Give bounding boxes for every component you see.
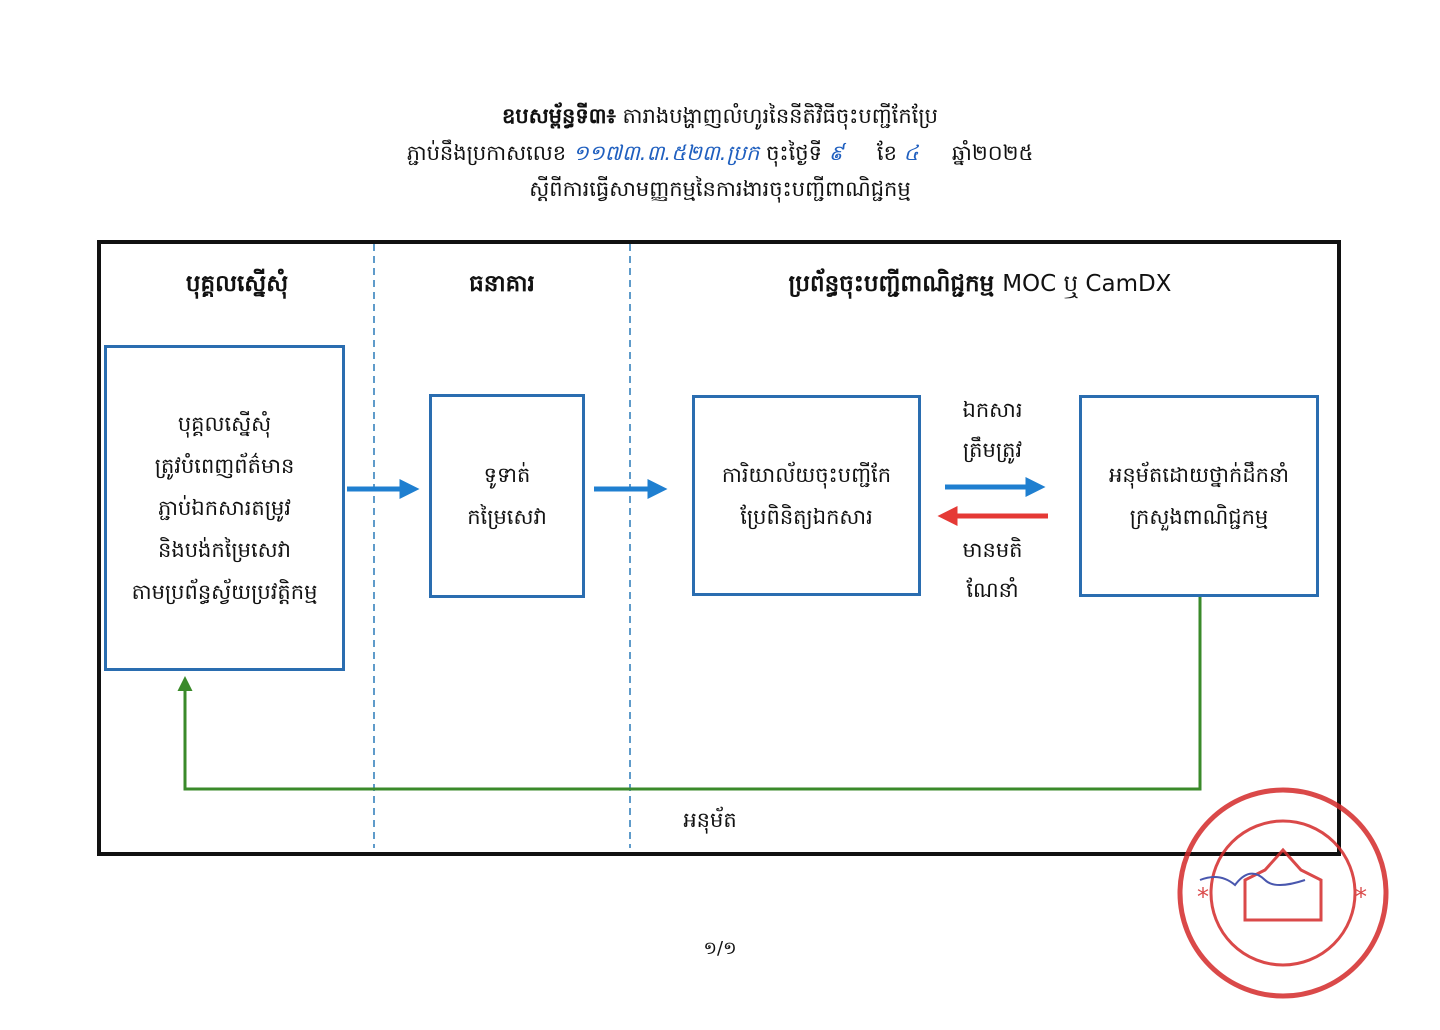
year: ឆ្នាំ២០២៥ <box>951 141 1034 165</box>
column-registration-system: ប្រព័ន្ធចុះបញ្ជីពាណិជ្ជកម្ម MOC ឬ CamDX <box>630 270 1330 303</box>
label-line: ឯកសារ <box>962 398 1023 422</box>
label-valid-documents: ឯកសារ ត្រឹមត្រូវ <box>935 390 1050 470</box>
column-system-suffix: MOC ឬ CamDX <box>1002 271 1172 297</box>
doc-reference-line: ភ្ជាប់នឹងប្រកាសលេខ ១១៧៣.៣.៥២៣.ប្រក ចុះថ្… <box>0 140 1440 171</box>
flowchart-frame <box>97 240 1341 856</box>
box-line: តាមប្រព័ន្ធស្វ័យប្រវត្តិកម្ម <box>131 580 318 604</box>
box-office-review: ការិយាល័យចុះបញ្ជីកែ ប្រែពិនិត្យឯកសារ <box>692 395 921 596</box>
ref-number: ១១៧៣.៣.៥២៣.ប្រក <box>572 141 760 165</box>
box-applicant-submit: បុគ្គលស្នើសុំ ត្រូវបំពេញព័ត៌មាន ភ្ជាប់ឯក… <box>104 345 345 671</box>
box-ministry-approval: អនុម័តដោយថ្នាក់ដឹកនាំ ក្រសួងពាណិជ្ជកម្ម <box>1079 395 1319 597</box>
month: ៤ <box>903 141 919 165</box>
column-applicant: បុគ្គលស្នើសុំ <box>185 271 289 297</box>
doc-subject: ស្តីពីការធ្វើសាមញ្ញកម្មនៃការងារចុះបញ្ជីព… <box>529 177 911 201</box>
box-pay-fee: ទូទាត់ កម្រៃសេវា <box>429 394 585 598</box>
box-line: ទូទាត់ <box>483 463 531 487</box>
column-bank: ធនាគារ <box>469 271 535 297</box>
annex-label: ឧបសម្ព័ន្ធទី៣៖ <box>502 104 616 128</box>
dated-label: ចុះថ្ងៃទី <box>766 141 822 165</box>
label-line: ត្រឹមត្រូវ <box>962 438 1023 462</box>
label-line: មានមតិ <box>962 538 1023 562</box>
page-number: ១/១ <box>703 938 737 959</box>
title-text: តារាងបង្ហាញលំហូរនៃនីតិវិធីចុះបញ្ជីកែប្រែ <box>622 104 938 128</box>
label-line: ណែនាំ <box>966 578 1019 602</box>
month-label: ខែ <box>876 141 897 165</box>
svg-text:*: * <box>1197 883 1209 911</box>
label-approved: អនុម័ត <box>683 808 737 832</box>
box-line: ត្រូវបំពេញព័ត៌មាន <box>154 454 295 478</box>
column-system-label: ប្រព័ន្ធចុះបញ្ជីពាណិជ្ជកម្ម <box>788 271 995 297</box>
day: ៩ <box>828 141 844 165</box>
label-feedback: មានមតិ ណែនាំ <box>935 530 1050 610</box>
box-line: ប្រែពិនិត្យឯកសារ <box>740 504 873 529</box>
svg-text:*: * <box>1355 883 1367 911</box>
box-line: កម្រៃសេវា <box>467 505 547 529</box>
box-line: ក្រសួងពាណិជ្ជកម្ម <box>1129 505 1269 529</box>
doc-title: ឧបសម្ព័ន្ធទី៣៖ តារាងបង្ហាញលំហូរនៃនីតិវិធ… <box>0 103 1440 134</box>
official-stamp: * * <box>1177 787 1389 999</box>
box-line: បុគ្គលស្នើសុំ <box>177 412 272 436</box>
ref-prefix: ភ្ជាប់នឹងប្រកាសលេខ <box>406 141 567 165</box>
box-line: ភ្ជាប់ឯកសារតម្រូវ <box>158 496 291 520</box>
box-line: ការិយាល័យចុះបញ្ជីកែ <box>721 462 892 487</box>
arrow-approval-return <box>177 597 1202 791</box>
box-line: អនុម័តដោយថ្នាក់ដឹកនាំ <box>1109 463 1289 487</box>
box-line: និងបង់កម្រៃសេវា <box>158 538 291 562</box>
